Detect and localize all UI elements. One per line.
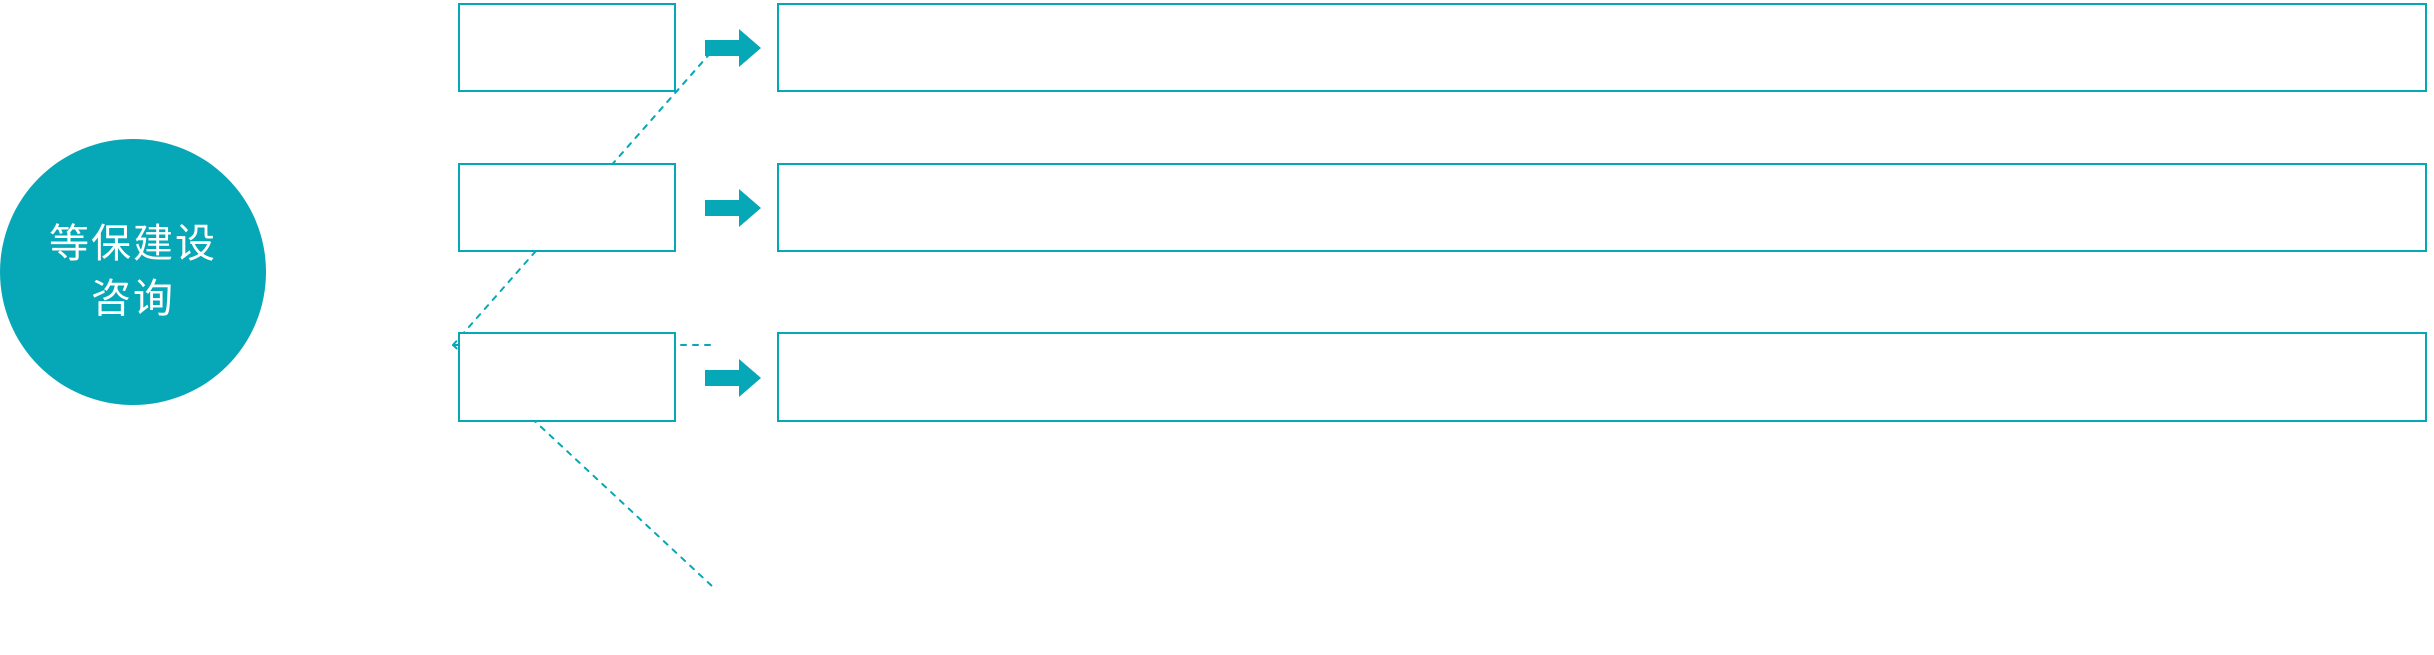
stage-box-2[interactable] <box>458 163 676 252</box>
hub-label-line2: 咨询 <box>91 276 175 322</box>
arrow-right-icon-1 <box>705 29 761 67</box>
hub-circle[interactable]: 等保建设 咨询 <box>0 139 266 405</box>
stage-box-3[interactable] <box>458 332 676 422</box>
detail-box-2[interactable] <box>777 163 2427 252</box>
detail-box-1[interactable] <box>777 3 2427 92</box>
arrow-right-icon-3 <box>705 359 761 397</box>
diagram-row <box>0 163 2434 255</box>
stage-box-1[interactable] <box>458 3 676 92</box>
hub-label-line1: 等保建设 <box>49 220 217 267</box>
diagram-row <box>0 332 2434 424</box>
detail-box-3[interactable] <box>777 332 2427 422</box>
arrow-right-icon-2 <box>705 189 761 227</box>
diagram-row <box>0 3 2434 95</box>
